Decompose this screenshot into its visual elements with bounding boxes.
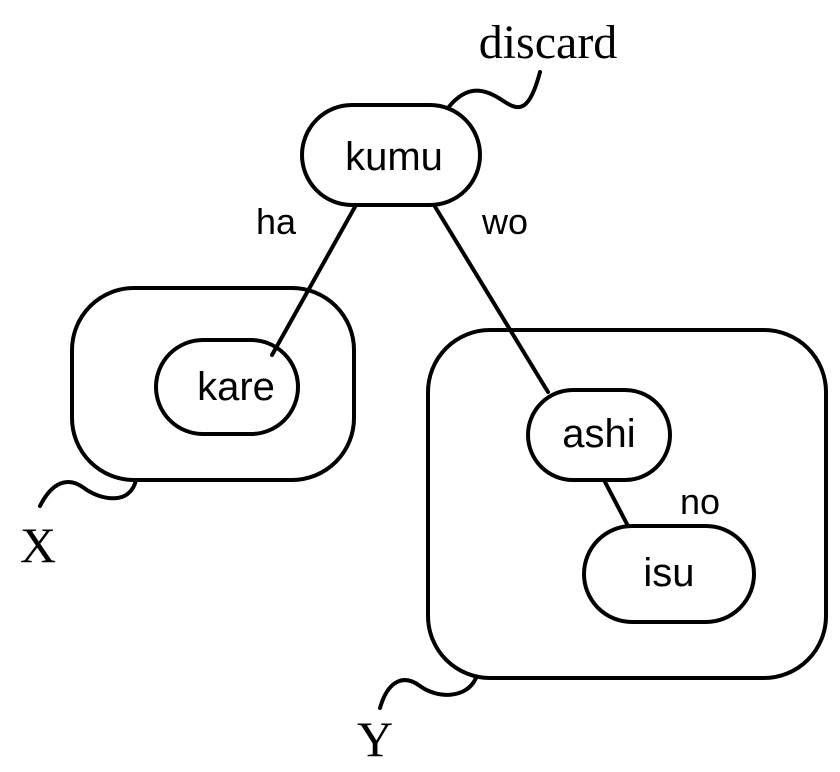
node-kumu-capsule [300,103,482,207]
edge-label-wo: wo [481,201,528,242]
node-ashi-label: ashi [562,412,635,456]
group-y-squiggle [378,676,478,710]
node-isu-capsule [582,524,756,624]
edge-kumu-ashi [432,203,550,394]
node-ashi-capsule [526,388,672,482]
edge-label-ha: ha [256,201,297,242]
node-kare-capsule [154,338,300,436]
group-y-box [426,328,828,680]
group-x-label: X [20,517,56,573]
edge-kumu-kare [270,203,358,357]
group-y-label: Y [357,711,393,767]
node-isu-label: isu [643,551,694,595]
group-x-box [70,286,356,482]
group-x-squiggle [38,478,138,508]
node-kare-label: kare [197,365,275,409]
edge-ashi-isu [602,478,630,528]
discard-label: discard [479,16,618,69]
edge-label-no: no [680,481,720,522]
node-kumu-label: kumu [345,135,443,179]
discard-squiggle [446,70,542,110]
